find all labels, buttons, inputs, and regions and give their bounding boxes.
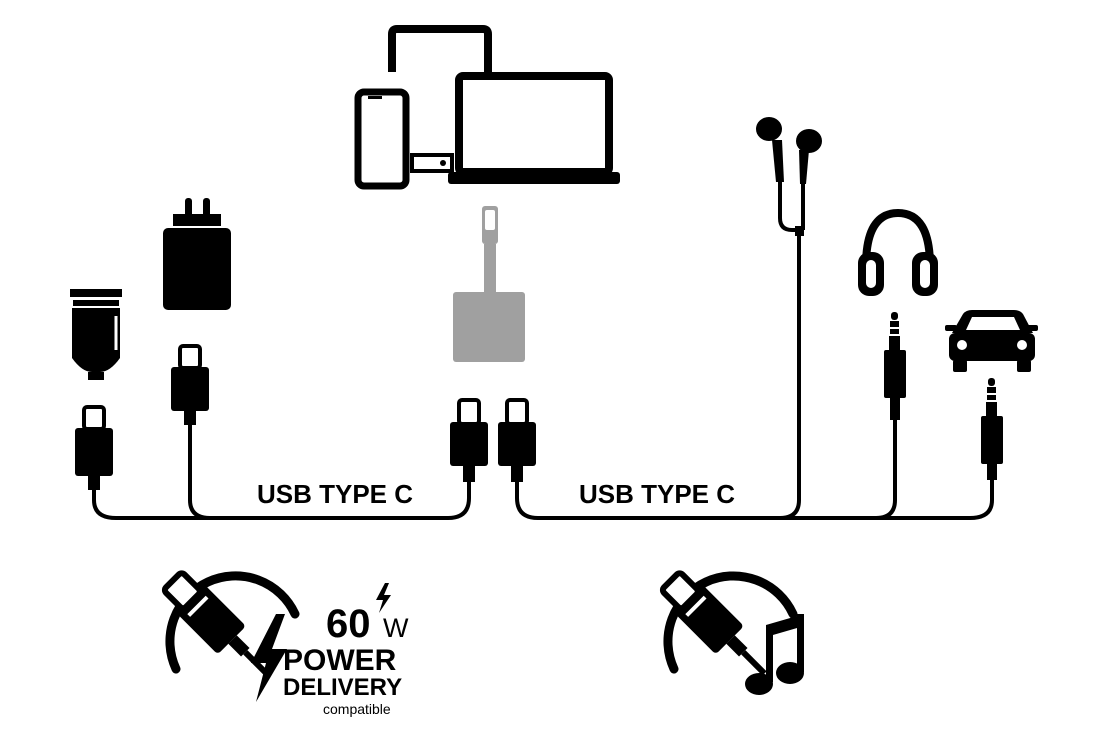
left-cable <box>92 425 471 520</box>
headphones-icon <box>858 208 938 296</box>
earphones-icon <box>756 117 822 236</box>
left-cable-label: USB TYPE C <box>257 479 413 509</box>
power-wattage: 60 <box>326 602 371 646</box>
usb-c-plug-car <box>75 405 113 490</box>
power-delivery-text: 60 W POWER DELIVERY compatible <box>283 602 409 717</box>
usb-c-plug-center-left <box>450 398 488 482</box>
music-note-icon <box>745 614 804 695</box>
usb-c-power-delivery-icon <box>161 570 391 702</box>
usb-c-plug-center-right <box>498 398 536 482</box>
car-charger-icon <box>70 289 122 380</box>
power-unit: W <box>383 613 409 643</box>
car-icon <box>945 310 1038 372</box>
power-line3: compatible <box>323 701 391 717</box>
right-cable <box>515 232 994 520</box>
usb-c-plug-wall <box>171 344 209 425</box>
audio-jack-car <box>981 378 1003 480</box>
usb-c-audio-icon <box>659 570 804 695</box>
right-cable-label: USB TYPE C <box>579 479 735 509</box>
wall-charger-icon <box>163 198 231 310</box>
power-line1: POWER <box>283 644 397 677</box>
usb-c-adapter-icon <box>453 206 525 362</box>
power-line2: DELIVERY <box>283 674 402 701</box>
devices-icon <box>354 25 620 190</box>
audio-jack-headphones <box>884 312 906 420</box>
